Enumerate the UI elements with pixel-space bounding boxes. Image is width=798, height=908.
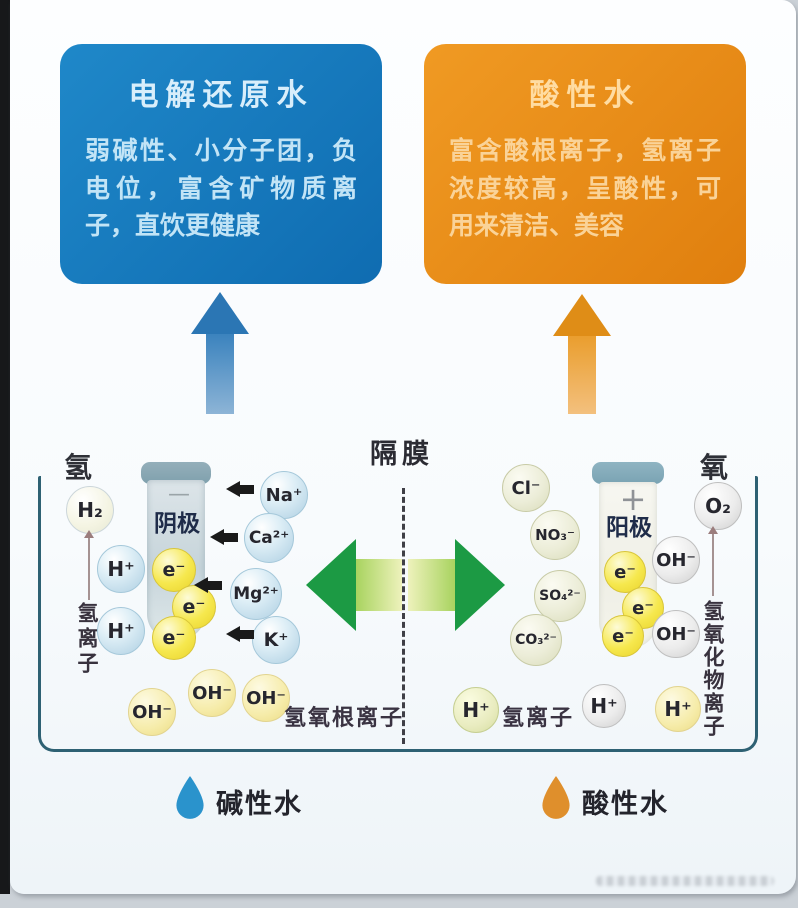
hydroxide-ions-label: 氢氧根离子 (284, 706, 405, 731)
hydrogen-ion: H⁺ (97, 607, 145, 655)
carbonate-ion: CO₃²⁻ (510, 614, 562, 666)
hydroxide-ion: OH⁻ (128, 688, 176, 736)
anode-polarity-sign: + (619, 480, 647, 518)
chloride-ion: Cl⁻ (502, 464, 550, 512)
cathode-polarity-sign: — (168, 482, 190, 507)
orange-up-arrow-icon (553, 294, 611, 414)
electron-ion: e⁻ (604, 551, 646, 593)
hydroxide-ion: OH⁻ (188, 669, 236, 717)
alkaline-droplet-icon (172, 775, 208, 825)
watermark-smudge (596, 876, 774, 886)
hydroxide-ion: OH⁻ (652, 536, 700, 584)
cathode-label: 阴极 (154, 511, 200, 537)
sodium-ion: Na⁺ (260, 471, 308, 519)
left-connector-line (88, 538, 90, 600)
right-connector-line (712, 534, 714, 596)
hydrogen-ion: H⁺ (97, 545, 145, 593)
left-connector-arrowhead (84, 530, 94, 538)
blue-up-arrow-head (191, 292, 249, 334)
hydrogen-ions-label: 氢离子 (502, 706, 575, 731)
blue-up-arrow-stem (206, 334, 234, 414)
anode-cap (592, 462, 664, 484)
magnesium-ion: Mg²⁺ (230, 568, 282, 620)
left-arrow-icon (226, 481, 254, 497)
right-connector-arrowhead (708, 526, 718, 534)
o2-molecule: O₂ (694, 482, 742, 530)
reduced-water-panel: 电解还原水 弱碱性、小分子团，负电位，富含矿物质离子，直饮更健康 (60, 44, 382, 284)
hydrogen-ion: H⁺ (453, 687, 499, 733)
hydrogen-ion: H⁺ (655, 686, 701, 732)
green-right-arrow-icon (408, 539, 505, 631)
left-arrow-icon (194, 577, 222, 593)
acidic-droplet-icon (538, 775, 574, 825)
potassium-ion: K⁺ (252, 616, 300, 664)
left-arrow-icon (210, 529, 238, 545)
alkaline-legend-label: 碱性水 (216, 789, 303, 820)
hydrogen-gas-label: 氢 (64, 451, 93, 484)
reduced-water-description: 弱碱性、小分子团，负电位，富含矿物质离子，直饮更健康 (85, 136, 357, 240)
hydroxide-compound-vertical-label: 氢氧化物离子 (701, 600, 725, 738)
acidic-water-panel: 酸性水 富含酸根离子，氢离子浓度较高，呈酸性，可用来清洁、美容 (424, 44, 746, 284)
acidic-legend-label: 酸性水 (582, 789, 669, 820)
electron-ion: e⁻ (152, 548, 196, 592)
hydrogen-ion: H⁺ (582, 684, 626, 728)
photo-edge (0, 0, 10, 894)
alkaline-droplet-shape (176, 776, 204, 819)
membrane-dashed-line (402, 488, 405, 744)
nitrate-ion: NO₃⁻ (530, 510, 580, 560)
hydroxide-ion: OH⁻ (652, 610, 700, 658)
hydrogen-ion-vertical-label: 氢离子 (75, 602, 99, 677)
acidic-water-title: 酸性水 (529, 78, 641, 113)
oxygen-gas-label: 氧 (700, 451, 729, 484)
acidic-water-description: 富含酸根离子，氢离子浓度较高，呈酸性，可用来清洁、美容 (449, 136, 721, 240)
acidic-droplet-shape (542, 776, 570, 819)
orange-up-arrow-stem (568, 336, 596, 414)
cathode-cap (141, 462, 211, 484)
anode-label: 阳极 (606, 515, 652, 541)
left-arrow-icon (226, 626, 254, 642)
orange-up-arrow-head (553, 294, 611, 336)
green-left-arrow-icon (306, 539, 402, 631)
electrolysis-tank (38, 476, 758, 752)
calcium-ion: Ca²⁺ (244, 513, 294, 563)
electron-ion: e⁻ (152, 616, 196, 660)
electron-ion: e⁻ (602, 615, 644, 657)
hydroxide-ion: OH⁻ (242, 674, 290, 722)
h2-molecule: H₂ (66, 486, 114, 534)
blue-up-arrow-icon (191, 292, 249, 414)
membrane-label: 隔膜 (370, 439, 434, 470)
reduced-water-title: 电解还原水 (128, 78, 314, 113)
sulfate-ion: SO₄²⁻ (534, 570, 586, 622)
